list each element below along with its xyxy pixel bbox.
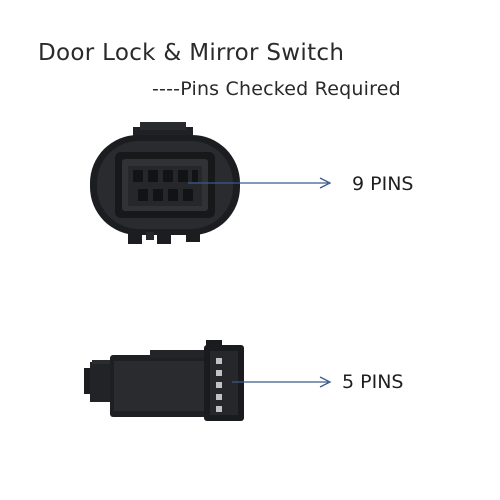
five-pin-label: 5 PINS	[342, 371, 404, 393]
nine-pin-connector	[90, 122, 240, 244]
nine-pin-pointer-arrow	[188, 177, 332, 189]
five-pin-connector	[84, 340, 244, 421]
page-title: Door Lock & Mirror Switch	[38, 40, 345, 66]
page-subtitle: ----Pins Checked Required	[152, 78, 401, 100]
nine-pin-label: 9 PINS	[352, 173, 414, 195]
five-pin-pointer-arrow	[232, 376, 332, 388]
